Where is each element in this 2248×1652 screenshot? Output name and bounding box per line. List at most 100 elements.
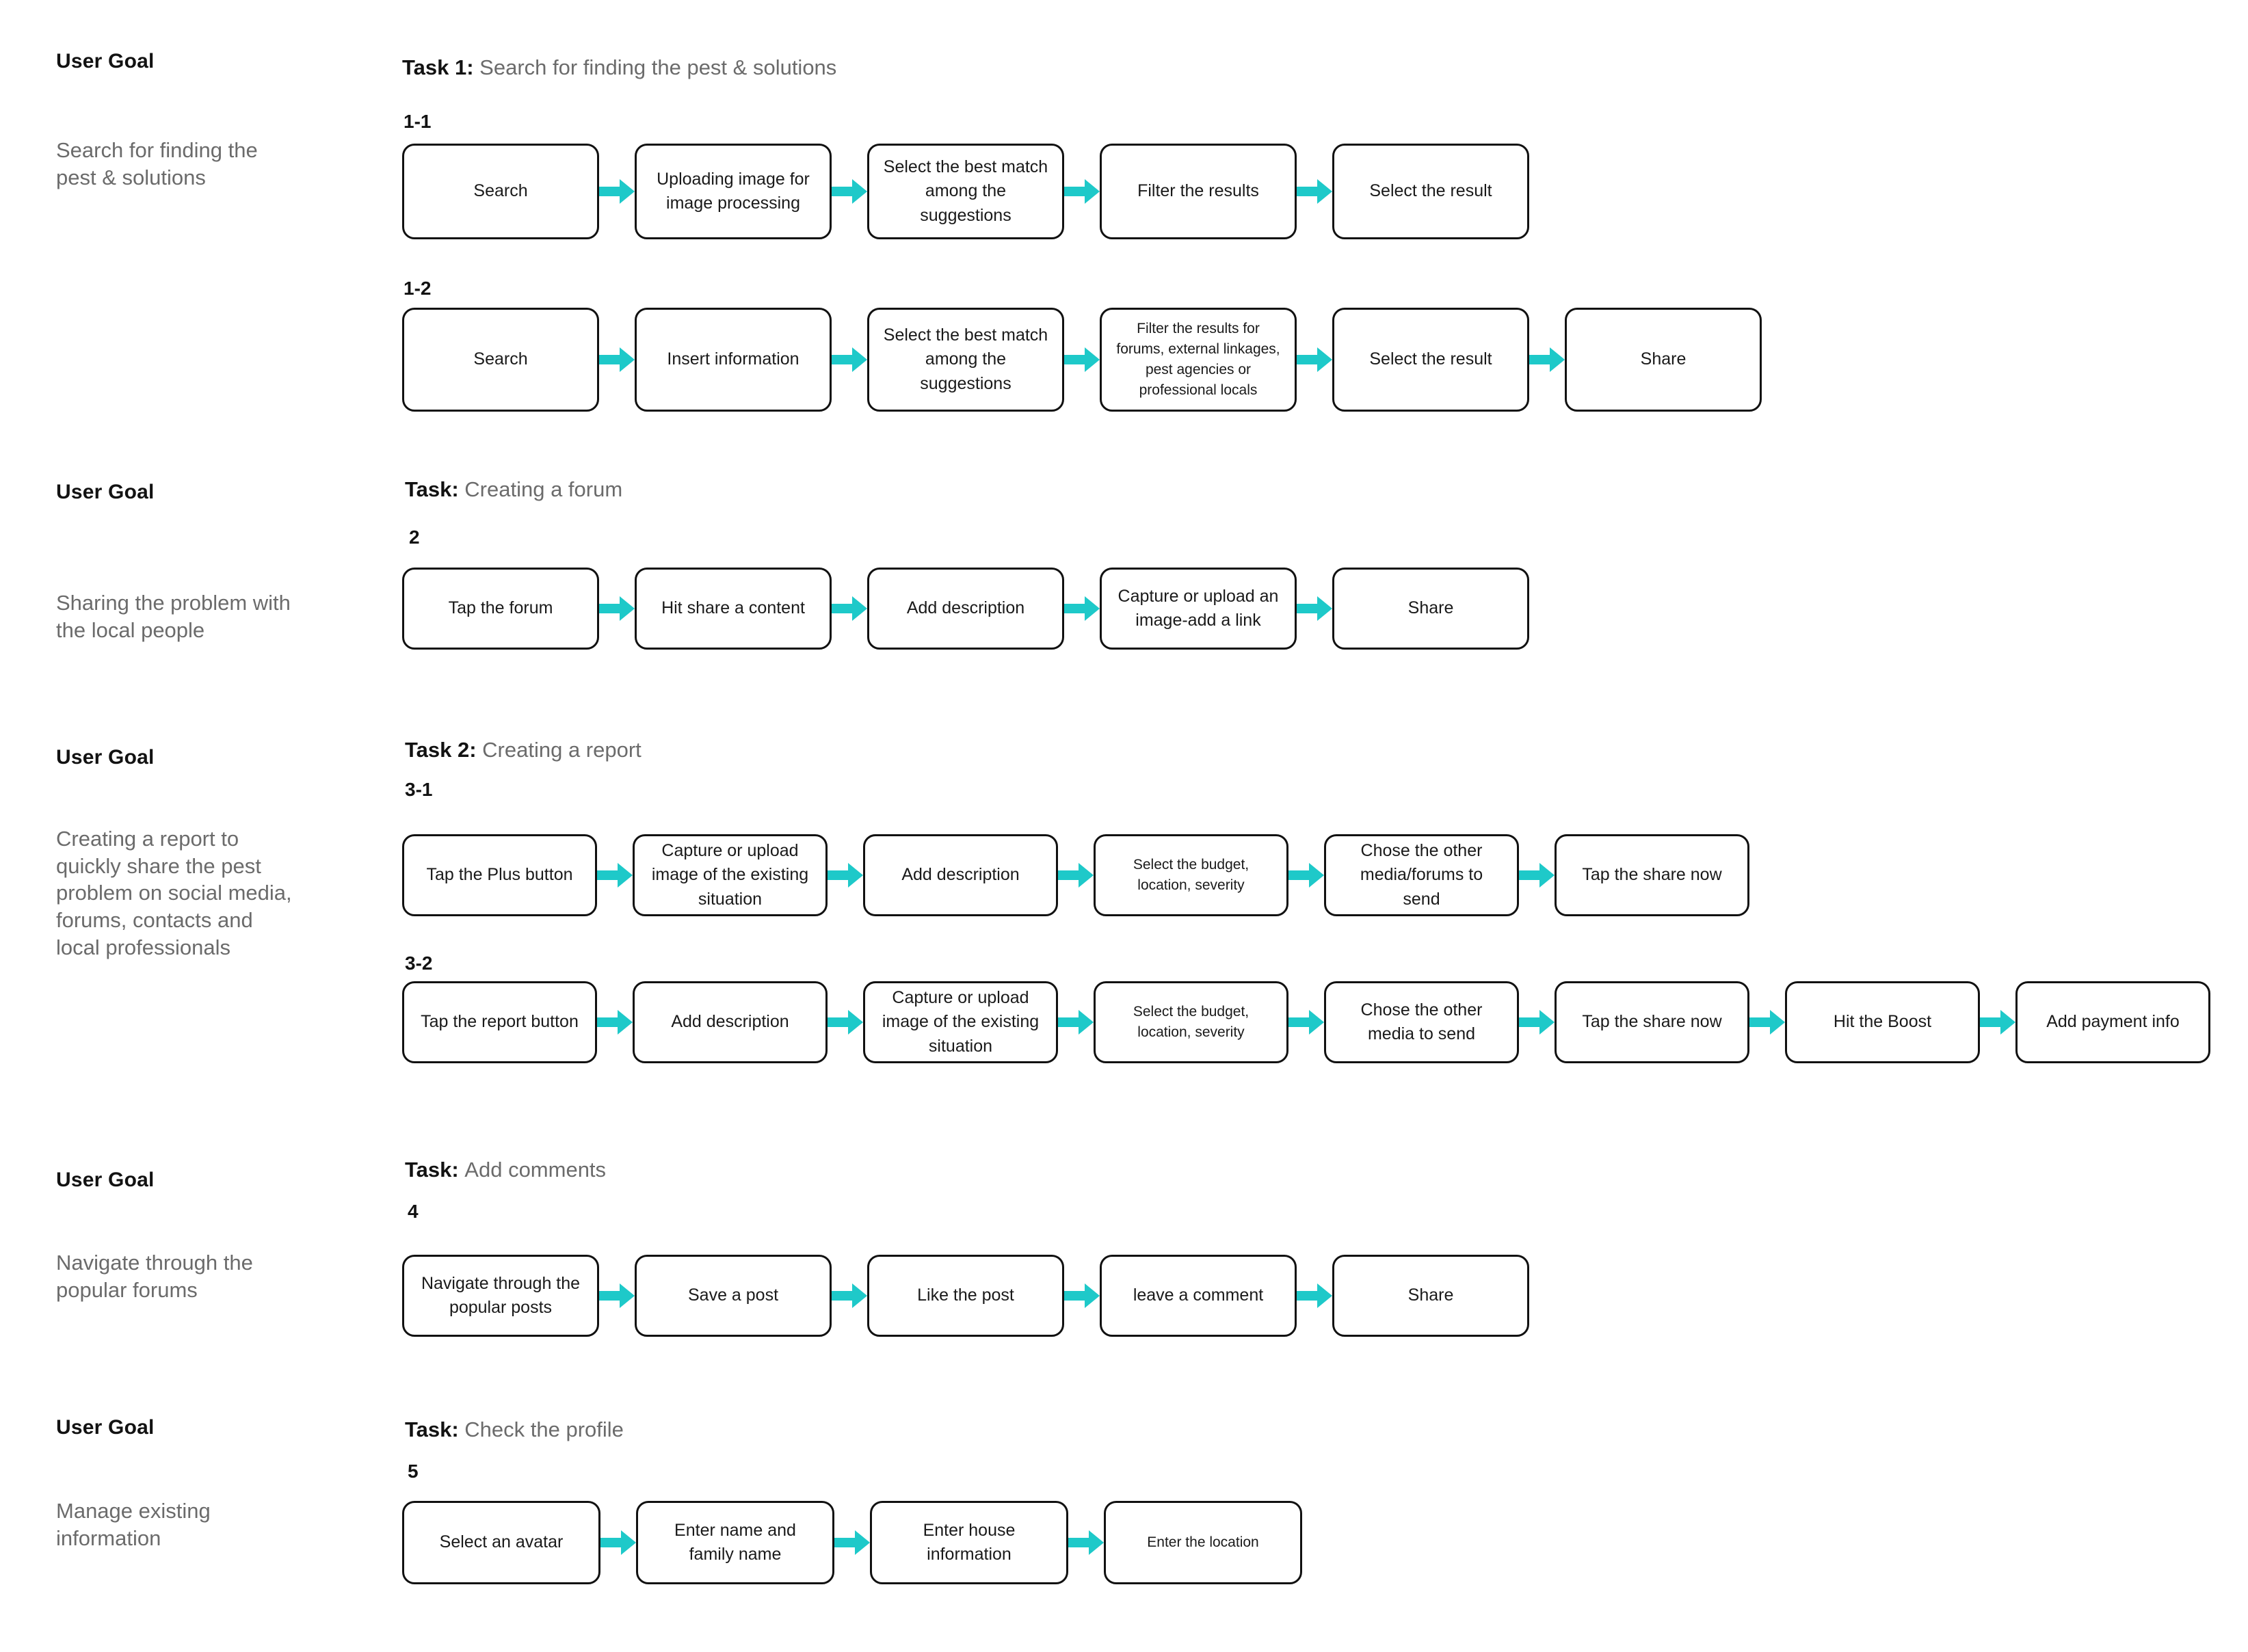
flow-row-1-1: Search Uploading image for image process… bbox=[402, 144, 1529, 239]
task-heading-name: Creating a forum bbox=[464, 477, 623, 501]
flow-row-3-1: Tap the Plus button Capture or upload im… bbox=[402, 834, 1749, 916]
step-number-3-2: 3-2 bbox=[405, 952, 433, 974]
flow-node[interactable]: Tap the report button bbox=[402, 981, 597, 1063]
user-goal-desc-block-2: Sharing the problem with the local peopl… bbox=[56, 589, 350, 643]
flow-node[interactable]: Enter house information bbox=[870, 1501, 1068, 1584]
flow-node[interactable]: Tap the share now bbox=[1555, 834, 1749, 916]
task-heading-label: Task bbox=[405, 1417, 452, 1441]
flow-node[interactable]: Select the result bbox=[1332, 308, 1529, 412]
flow-node[interactable]: Tap the share now bbox=[1555, 981, 1749, 1063]
flow-node[interactable]: Save a post bbox=[635, 1255, 832, 1337]
arrow-icon bbox=[1749, 1009, 1785, 1036]
user-goal-block-2: User Goal bbox=[56, 480, 350, 505]
user-goal-description: Manage existing information bbox=[56, 1499, 211, 1550]
flow-node[interactable]: Select the best match among the suggesti… bbox=[867, 144, 1064, 239]
flow-node[interactable]: Select the budget, location, severity bbox=[1094, 981, 1288, 1063]
task-heading-separator: : bbox=[451, 477, 465, 501]
flow-node[interactable]: Share bbox=[1332, 568, 1529, 650]
flow-node[interactable]: Select the budget, location, severity bbox=[1094, 834, 1288, 916]
arrow-icon bbox=[1297, 346, 1332, 373]
user-goal-title: User Goal bbox=[56, 481, 155, 503]
flow-node[interactable]: Capture or upload image of the existing … bbox=[863, 981, 1058, 1063]
arrow-icon bbox=[1297, 1282, 1332, 1309]
user-goal-description: Navigate through the popular forums bbox=[56, 1251, 253, 1302]
task-heading-name: Search for finding the pest & solutions bbox=[479, 55, 837, 79]
flow-node[interactable]: Capture or upload image of the existing … bbox=[633, 834, 828, 916]
arrow-icon bbox=[1519, 1009, 1555, 1036]
arrow-icon bbox=[1064, 1282, 1100, 1309]
flow-node[interactable]: Like the post bbox=[867, 1255, 1064, 1337]
arrow-icon bbox=[1980, 1009, 2015, 1036]
arrow-icon bbox=[1519, 862, 1555, 889]
flow-node[interactable]: leave a comment bbox=[1100, 1255, 1297, 1337]
arrow-icon bbox=[832, 1282, 867, 1309]
flow-node[interactable]: Search bbox=[402, 144, 599, 239]
user-goal-block-4: User Goal bbox=[56, 1168, 350, 1193]
arrow-icon bbox=[597, 1009, 633, 1036]
flow-node[interactable]: Add description bbox=[863, 834, 1058, 916]
flow-node[interactable]: Capture or upload an image-add a link bbox=[1100, 568, 1297, 650]
arrow-icon bbox=[600, 1529, 636, 1556]
flow-node[interactable]: Share bbox=[1565, 308, 1762, 412]
flow-node[interactable]: Chose the other media to send bbox=[1324, 981, 1519, 1063]
task-heading-name: Add comments bbox=[464, 1158, 607, 1182]
task-heading-separator: : bbox=[451, 1158, 465, 1182]
flow-node[interactable]: Uploading image for image processing bbox=[635, 144, 832, 239]
flow-node[interactable]: Insert information bbox=[635, 308, 832, 412]
user-goal-desc-block-4: Navigate through the popular forums bbox=[56, 1249, 350, 1303]
step-number-2: 2 bbox=[409, 527, 420, 548]
arrow-icon bbox=[828, 1009, 863, 1036]
step-number-5: 5 bbox=[408, 1461, 419, 1482]
task-heading-name: Creating a report bbox=[482, 738, 642, 762]
user-goal-description: Creating a report to quickly share the p… bbox=[56, 827, 292, 959]
flow-row-5: Select an avatar Enter name and family n… bbox=[402, 1501, 1302, 1584]
flow-node[interactable]: Select the result bbox=[1332, 144, 1529, 239]
flow-node[interactable]: Select an avatar bbox=[402, 1501, 600, 1584]
user-goal-block-3: User Goal bbox=[56, 745, 350, 770]
user-goal-title: User Goal bbox=[56, 1416, 155, 1439]
flow-node[interactable]: Add description bbox=[867, 568, 1064, 650]
task-heading-name: Check the profile bbox=[464, 1417, 624, 1441]
flow-node[interactable]: Tap the forum bbox=[402, 568, 599, 650]
arrow-icon bbox=[1068, 1529, 1104, 1556]
arrow-icon bbox=[1288, 862, 1324, 889]
flow-node[interactable]: Search bbox=[402, 308, 599, 412]
task-heading-label: Task bbox=[405, 1158, 452, 1182]
arrow-icon bbox=[1058, 1009, 1094, 1036]
arrow-icon bbox=[599, 1282, 635, 1309]
flow-node[interactable]: Navigate through the popular posts bbox=[402, 1255, 599, 1337]
user-goal-desc-block-1: Search for finding the pest & solutions bbox=[56, 137, 350, 191]
arrow-icon bbox=[599, 178, 635, 205]
flow-row-4: Navigate through the popular posts Save … bbox=[402, 1255, 1529, 1337]
arrow-icon bbox=[599, 595, 635, 622]
step-number-1-1: 1-1 bbox=[404, 111, 432, 132]
flow-node[interactable]: Enter the location bbox=[1104, 1501, 1302, 1584]
task-heading-5: Task: Check the profile bbox=[405, 1417, 624, 1442]
flow-node[interactable]: Tap the Plus button bbox=[402, 834, 597, 916]
arrow-icon bbox=[832, 346, 867, 373]
flow-node[interactable]: Hit share a content bbox=[635, 568, 832, 650]
flow-node[interactable]: Add payment info bbox=[2015, 981, 2210, 1063]
flow-node[interactable]: Chose the other media/forums to send bbox=[1324, 834, 1519, 916]
arrow-icon bbox=[599, 346, 635, 373]
flow-node[interactable]: Add description bbox=[633, 981, 828, 1063]
flow-node[interactable]: Share bbox=[1332, 1255, 1529, 1337]
arrow-icon bbox=[1064, 346, 1100, 373]
user-goal-title: User Goal bbox=[56, 1169, 155, 1191]
flow-node[interactable]: Filter the results bbox=[1100, 144, 1297, 239]
flow-node[interactable]: Enter name and family name bbox=[636, 1501, 834, 1584]
user-goal-description: Sharing the problem with the local peopl… bbox=[56, 591, 291, 642]
task-heading-separator: : bbox=[469, 738, 483, 762]
step-number-3-1: 3-1 bbox=[405, 779, 433, 800]
flow-node[interactable]: Select the best match among the suggesti… bbox=[867, 308, 1064, 412]
task-heading-label: Task 2 bbox=[405, 738, 470, 762]
arrow-icon bbox=[832, 595, 867, 622]
task-heading-2: Task: Creating a forum bbox=[405, 477, 622, 502]
user-goal-block-1: User Goal bbox=[56, 49, 350, 74]
flow-node[interactable]: Hit the Boost bbox=[1785, 981, 1980, 1063]
step-number-1-2: 1-2 bbox=[404, 278, 432, 299]
flow-row-1-2: Search Insert information Select the bes… bbox=[402, 308, 1762, 412]
task-heading-3: Task 2: Creating a report bbox=[405, 737, 642, 762]
flow-node[interactable]: Filter the results for forums, external … bbox=[1100, 308, 1297, 412]
